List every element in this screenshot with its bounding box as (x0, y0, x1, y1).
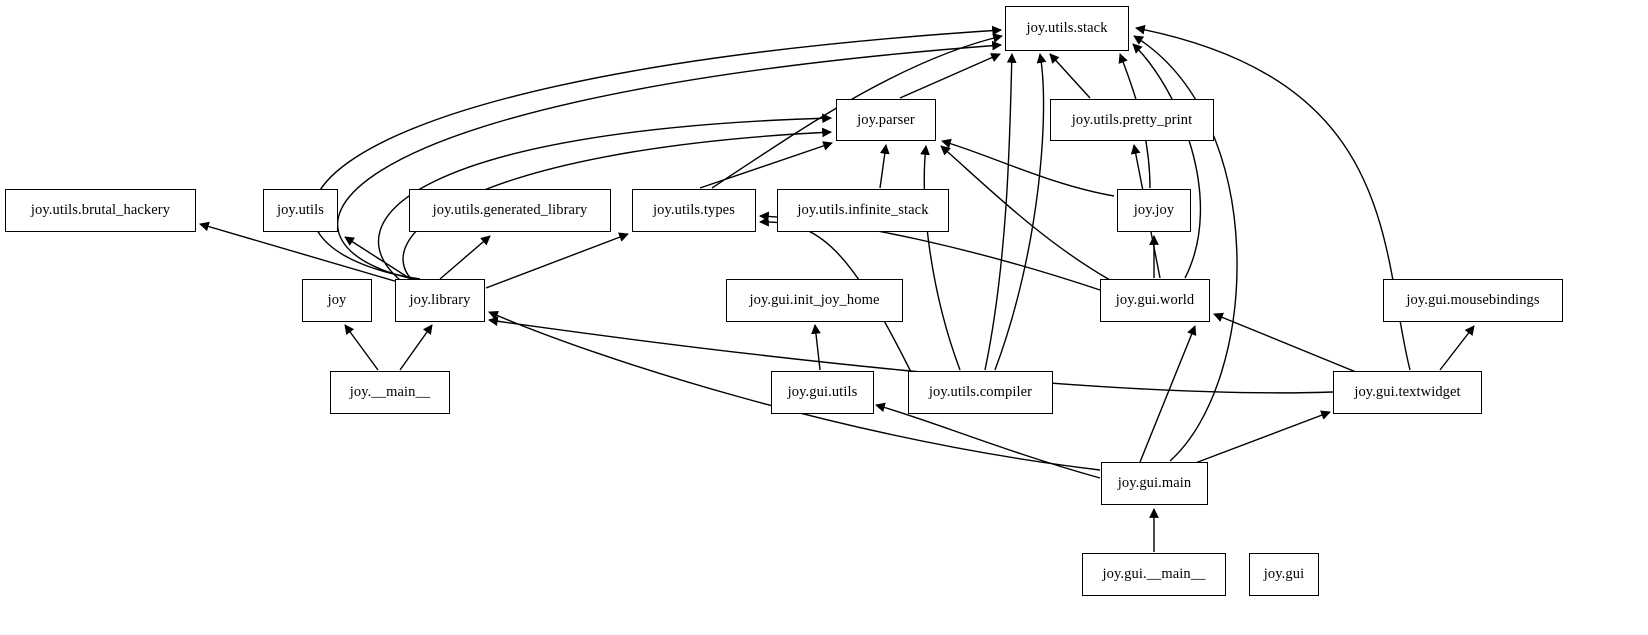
graph-edge (485, 232, 629, 289)
graph-node-label: joy.gui (1263, 566, 1305, 583)
edge-group (199, 24, 1475, 552)
graph-node-joy-utils-compiler[interactable]: joy.utils.compiler (908, 371, 1053, 414)
graph-node-joy-utils-infinite-stack[interactable]: joy.utils.infinite_stack (777, 189, 949, 232)
graph-node-joy-utils-stack[interactable]: joy.utils.stack (1005, 6, 1129, 51)
graph-node-joy-gui-mousebindings[interactable]: joy.gui.mousebindings (1383, 279, 1563, 322)
graph-node-joy-gui-main[interactable]: joy.gui.main (1101, 462, 1208, 505)
graph-node-joy-utils-types[interactable]: joy.utils.types (632, 189, 756, 232)
graph-node-joy-utils-brutal-hackery[interactable]: joy.utils.brutal_hackery (5, 189, 196, 232)
graph-node-label: joy.library (409, 292, 471, 309)
graph-node-joy-utils-pretty-print[interactable]: joy.utils.pretty_print (1050, 99, 1214, 141)
graph-node-joy-gui-init-joy-home[interactable]: joy.gui.init_joy_home (726, 279, 903, 322)
graph-node-label: joy.gui.main (1117, 475, 1192, 492)
graph-node-label: joy.gui.textwidget (1354, 384, 1461, 401)
graph-node-joy-gui-main[interactable]: joy.gui.__main__ (1082, 553, 1226, 596)
graph-edge (1049, 53, 1091, 99)
graph-node-label: joy.utils.infinite_stack (797, 202, 929, 219)
graph-edge (994, 53, 1047, 371)
graph-node-label: joy.gui.mousebindings (1406, 292, 1540, 309)
graph-edge (875, 402, 1101, 479)
graph-edge (984, 53, 1017, 371)
graph-edge (344, 324, 379, 371)
graph-edge (1439, 325, 1475, 371)
graph-edge (199, 221, 399, 283)
graph-edge (1132, 43, 1202, 279)
graph-edge (811, 324, 821, 371)
graph-node-joy-gui-textwidget[interactable]: joy.gui.textwidget (1333, 371, 1482, 414)
graph-node-label: joy.utils.stack (1026, 20, 1108, 37)
graph-edge (920, 145, 961, 371)
graph-edge (488, 311, 1101, 471)
graph-edge (312, 25, 1002, 280)
graph-node-joy-main[interactable]: joy.__main__ (330, 371, 450, 414)
graph-edge (1133, 35, 1238, 462)
graph-node-label: joy.utils.generated_library (432, 202, 588, 219)
graph-node-label: joy.utils.pretty_print (1071, 111, 1193, 128)
graph-edge (377, 113, 832, 281)
graph-node-joy-gui-world[interactable]: joy.gui.world (1100, 279, 1210, 322)
graph-node-label: joy.utils.compiler (928, 384, 1033, 401)
graph-edge (1189, 410, 1331, 466)
graph-node-label: joy.gui.world (1115, 292, 1195, 309)
graph-edge (344, 236, 413, 281)
graph-node-joy[interactable]: joy (302, 279, 372, 322)
graph-edge (1139, 325, 1197, 463)
graph-node-label: joy.gui.utils (787, 384, 858, 401)
graph-node-joy-parser[interactable]: joy.parser (836, 99, 936, 141)
graph-edge (940, 145, 1111, 281)
graph-node-label: joy.utils (276, 202, 325, 219)
graph-edge (439, 235, 491, 280)
graph-node-label: joy.gui.__main__ (1102, 566, 1206, 583)
graph-node-label: joy.parser (857, 111, 915, 128)
graph-edge (941, 138, 1115, 197)
graph-node-joy-gui[interactable]: joy.gui (1249, 553, 1319, 596)
graph-node-joy-library[interactable]: joy.library (395, 279, 485, 322)
graph-node-label: joy.__main__ (349, 384, 431, 401)
graph-node-joy-joy[interactable]: joy.joy (1117, 189, 1191, 232)
graph-node-label: joy.utils.brutal_hackery (30, 202, 171, 219)
graph-node-joy-utils-generated-library[interactable]: joy.utils.generated_library (409, 189, 611, 232)
graph-node-joy-gui-utils[interactable]: joy.gui.utils (771, 371, 874, 414)
graph-node-label: joy (327, 292, 347, 309)
graph-edge (399, 324, 433, 371)
graph-edge (899, 53, 1001, 99)
graph-edge (488, 316, 1334, 394)
graph-node-label: joy.utils.types (653, 202, 735, 219)
graph-node-label: joy.joy (1133, 202, 1175, 219)
graph-edge (337, 40, 1002, 283)
graph-edge (699, 141, 833, 189)
graph-node-label: joy.gui.init_joy_home (749, 292, 880, 309)
graph-node-joy-utils[interactable]: joy.utils (263, 189, 338, 232)
graph-edge (879, 144, 890, 189)
